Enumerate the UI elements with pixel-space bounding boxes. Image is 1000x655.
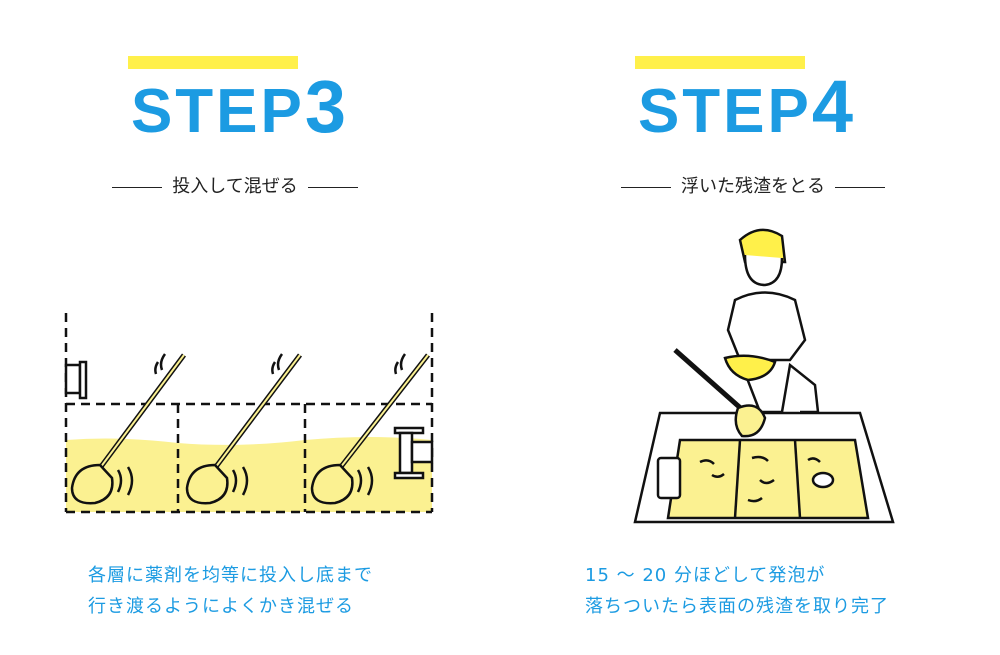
step4-description-line: 落ちついたら表面の残渣を取り完了 bbox=[585, 596, 889, 617]
step4-highlight-bar bbox=[635, 56, 805, 69]
step3-number: 3 bbox=[304, 65, 350, 148]
step4-number: 4 bbox=[811, 65, 857, 148]
step3-description-line: 行き渡るようによくかき混ぜる bbox=[88, 596, 354, 617]
step3-word: STEP bbox=[130, 77, 305, 146]
step3-description-line: 各層に薬剤を均等に投入し底まで bbox=[88, 565, 373, 586]
step4-description-line: 15 ～ 20 分ほどして発泡が bbox=[585, 565, 826, 586]
ladle-1 bbox=[70, 353, 187, 505]
worker-skimming-illustration bbox=[633, 228, 895, 524]
step4-subtitle-text: 浮いた残渣をとる bbox=[681, 176, 825, 197]
septic-tank-stirring-illustration bbox=[64, 313, 434, 514]
ladle-2 bbox=[185, 353, 302, 505]
step4-word: STEP bbox=[637, 77, 812, 146]
step3-heading: STEP3 bbox=[120, 52, 360, 148]
step3-highlight-bar bbox=[128, 56, 298, 69]
step3-description: 各層に薬剤を均等に投入し底まで 行き渡るようによくかき混ぜる bbox=[88, 560, 373, 622]
step4-description: 15 ～ 20 分ほどして発泡が 落ちついたら表面の残渣を取り完了 bbox=[585, 560, 889, 622]
step4-subtitle: 浮いた残渣をとる bbox=[553, 172, 953, 198]
step4-heading: STEP4 bbox=[627, 52, 867, 148]
ladle-3 bbox=[310, 353, 430, 505]
step3-subtitle: 投入して混ぜる bbox=[35, 172, 435, 198]
step3-subtitle-text: 投入して混ぜる bbox=[172, 176, 298, 197]
